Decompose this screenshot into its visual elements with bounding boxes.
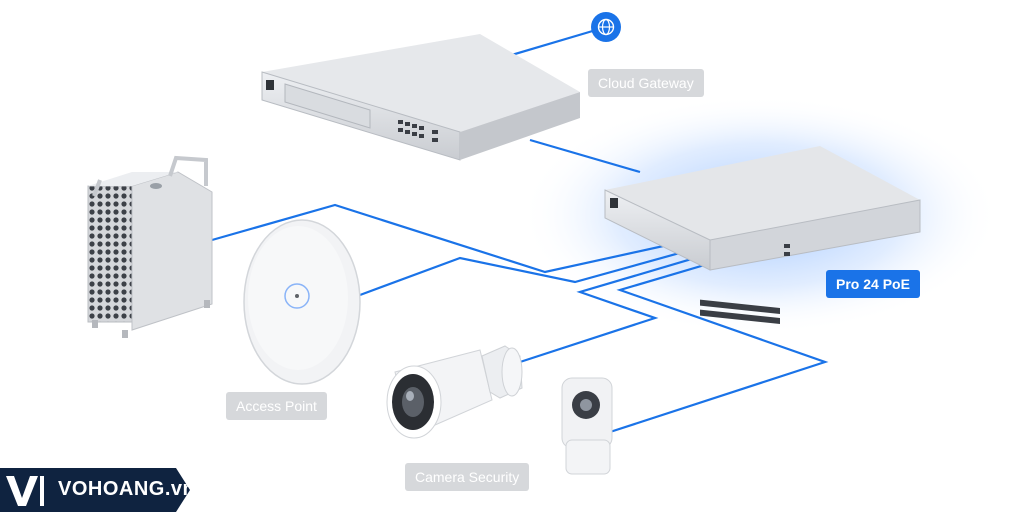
brand-text: VOHOANG.vn xyxy=(58,478,196,500)
line-gateway-switch xyxy=(529,138,641,174)
server-device xyxy=(87,155,213,338)
line-ap-switch xyxy=(359,242,713,297)
brand-logo-icon xyxy=(6,476,38,506)
access-point-device xyxy=(243,219,361,385)
brand-watermark: VOHOANG.vn xyxy=(0,468,195,512)
line-server-switch xyxy=(211,203,701,274)
globe-icon xyxy=(591,12,621,42)
access-point-label: Access Point xyxy=(226,392,327,420)
flex-camera-device xyxy=(561,377,613,475)
pro24-switch-device xyxy=(604,146,921,324)
line-camera-switch xyxy=(519,248,723,364)
line-flexcam-switch xyxy=(609,254,829,434)
cloud-gateway-device xyxy=(261,34,580,161)
camera-security-label: Camera Security xyxy=(405,463,530,491)
bullet-camera-device xyxy=(386,345,523,439)
pro24-label: Pro 24 PoE xyxy=(826,270,920,298)
cloud-gateway-label: Cloud Gateway xyxy=(588,69,704,97)
connection-lines xyxy=(211,28,829,434)
brand-background xyxy=(0,468,190,512)
